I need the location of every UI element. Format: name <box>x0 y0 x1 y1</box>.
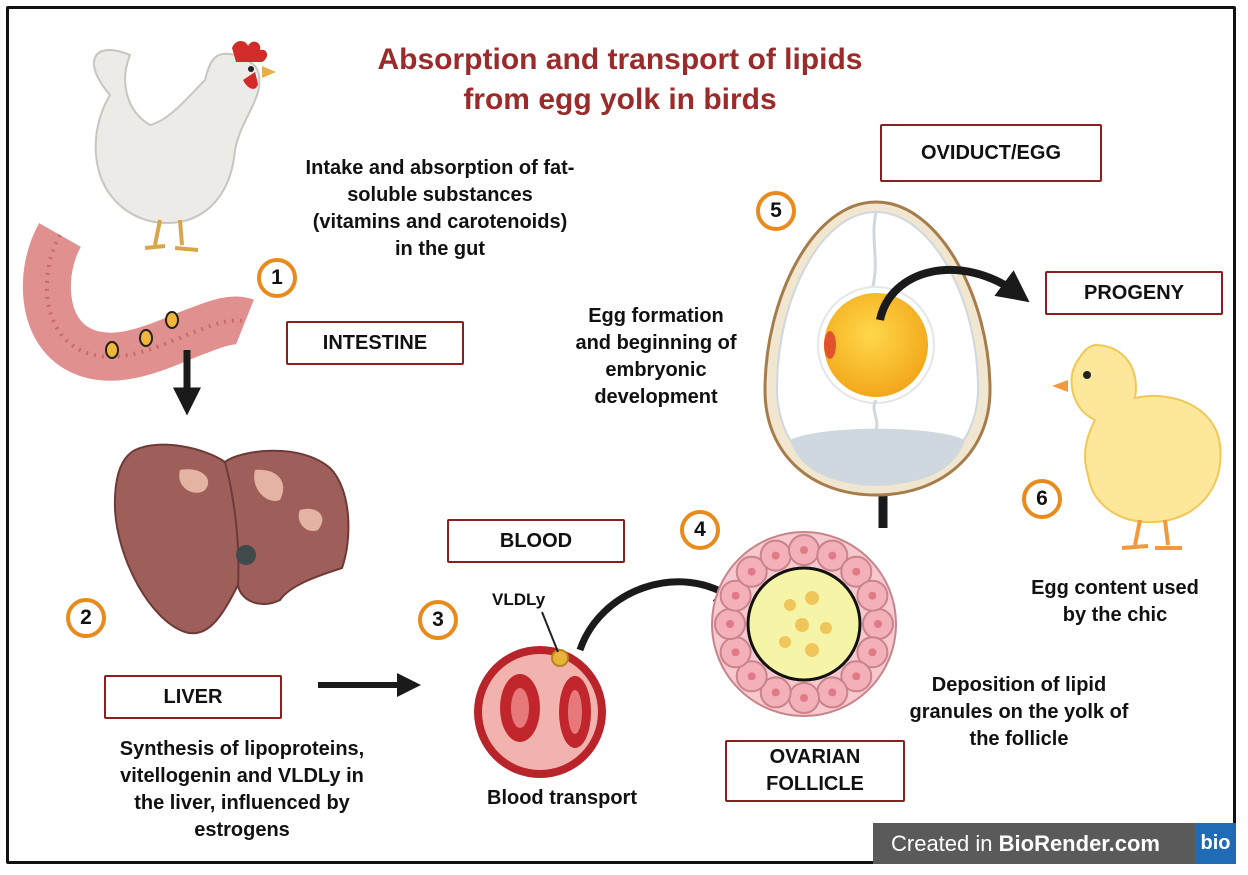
ovarian-follicle-label-line-1: OVARIAN <box>769 746 861 768</box>
follicle-cell-nucleus <box>726 620 734 628</box>
egg-formation-caption-line-3: embryonic <box>605 359 707 381</box>
synthesis-caption: Synthesis of lipoproteins, vitellogenin … <box>72 736 412 844</box>
blood-vessel-illustration <box>474 611 606 778</box>
follicle-cell-nucleus <box>874 620 882 628</box>
follicle-cell-nucleus <box>852 672 861 681</box>
follicle-cell-nucleus <box>868 648 877 657</box>
step-marker-1: 1 <box>257 258 297 298</box>
progeny-label: PROGENY <box>1045 271 1223 315</box>
follicle-cell-nucleus <box>731 648 740 657</box>
intake-caption-line-4: in the gut <box>395 238 485 260</box>
follicle-cell-nucleus <box>747 672 756 681</box>
intake-caption-line-1: Intake and absorption of fat- <box>305 157 575 179</box>
synthesis-caption-line-2: vitellogenin and VLDLy in <box>120 765 364 787</box>
follicle-cell-nucleus <box>828 688 837 697</box>
deposition-caption: Deposition of lipid granules on the yolk… <box>880 672 1158 753</box>
follicle-cell-nucleus <box>771 551 780 560</box>
step-marker-4: 4 <box>680 510 720 550</box>
follicle-cell-nucleus <box>800 546 808 554</box>
follicle-cell-nucleus <box>800 694 808 702</box>
intestine-label: INTESTINE <box>286 321 464 365</box>
diagram-title: Absorption and transport of lipids from … <box>300 40 940 120</box>
arrow-egg-to-progeny <box>876 265 1030 321</box>
ovarian-follicle-illustration <box>711 531 897 717</box>
deposition-caption-line-2: granules on the yolk of <box>909 701 1129 723</box>
biorender-credit-badge[interactable]: Created in BioRender.com bio <box>873 823 1236 864</box>
title-line-2: from egg yolk in birds <box>463 83 777 116</box>
diagram-frame <box>6 6 1236 864</box>
egg-formation-caption-line-4: development <box>594 386 718 408</box>
intake-caption-line-3: (vitamins and carotenoids) <box>312 211 568 233</box>
step-marker-2: 2 <box>66 598 106 638</box>
egg-content-caption-line-1: Egg content used <box>1031 577 1199 599</box>
egg-content-caption-line-2: by the chic <box>1062 604 1168 626</box>
chick-illustration <box>1052 343 1222 550</box>
egg-illustration <box>763 200 992 497</box>
synthesis-caption-line-1: Synthesis of lipoproteins, <box>119 738 365 760</box>
egg-content-caption: Egg content used by the chic <box>1010 575 1220 629</box>
step-marker-3: 3 <box>418 600 458 640</box>
follicle-cell-nucleus <box>868 591 877 600</box>
step-marker-6: 6 <box>1022 479 1062 519</box>
deposition-caption-line-1: Deposition of lipid <box>931 674 1107 696</box>
ovarian-follicle-label: OVARIAN FOLLICLE <box>725 740 905 802</box>
blood-label: BLOOD <box>447 519 625 563</box>
hen-illustration <box>92 41 276 252</box>
follicle-cell-nucleus <box>771 688 780 697</box>
egg-formation-caption: Egg formation and beginning of embryonic… <box>550 303 762 411</box>
ovarian-follicle-label-line-2: FOLLICLE <box>766 773 864 795</box>
step-marker-5: 5 <box>756 191 796 231</box>
follicle-cell-nucleus <box>731 591 740 600</box>
arrow-blood-to-follicle <box>576 578 744 652</box>
credit-text: Created in BioRender.com <box>873 831 1195 857</box>
liver-label: LIVER <box>104 675 282 719</box>
follicle-cell-nucleus <box>747 567 756 576</box>
title-line-1: Absorption and transport of lipids <box>377 43 863 76</box>
vldly-label: VLDLy <box>492 590 546 609</box>
synthesis-caption-line-4: estrogens <box>194 819 290 841</box>
intestine-illustration <box>22 223 254 381</box>
follicle-cell-nucleus <box>828 551 837 560</box>
intake-caption: Intake and absorption of fat- soluble su… <box>272 155 608 263</box>
credit-brand: BioRender.com <box>998 830 1160 856</box>
intake-caption-line-2: soluble substances <box>347 184 533 206</box>
deposition-caption-line-3: the follicle <box>969 728 1069 750</box>
egg-formation-caption-line-2: and beginning of <box>575 332 737 354</box>
follicle-cell-nucleus <box>852 567 861 576</box>
egg-formation-caption-line-1: Egg formation <box>588 305 724 327</box>
blood-transport-caption: Blood transport <box>487 787 637 809</box>
credit-prefix: Created in <box>891 830 999 856</box>
oviduct-egg-label: OVIDUCT/EGG <box>880 124 1102 182</box>
liver-illustration <box>113 443 350 635</box>
synthesis-caption-line-3: the liver, influenced by <box>134 792 350 814</box>
biorender-logo-icon: bio <box>1195 823 1236 864</box>
